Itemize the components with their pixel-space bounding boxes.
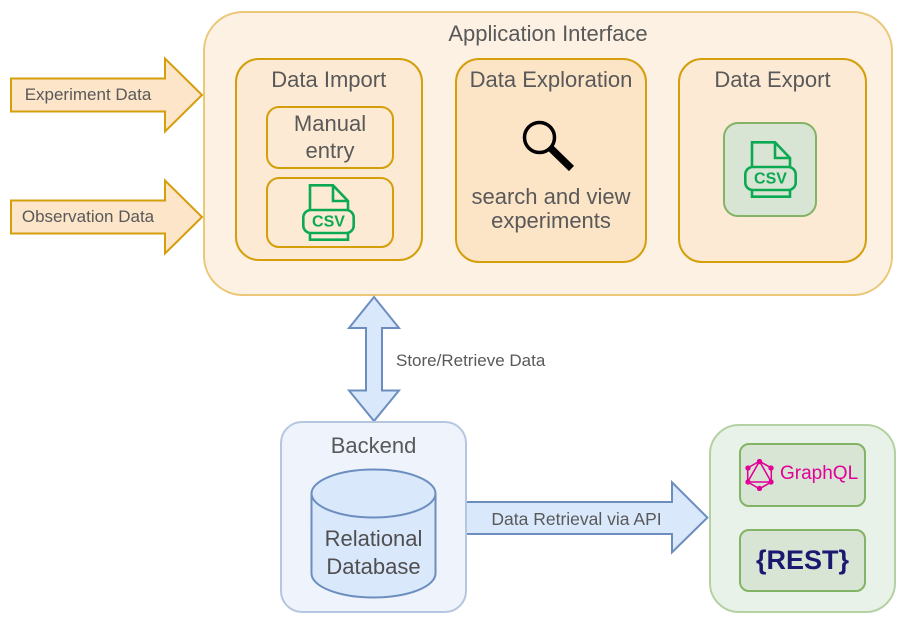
- svg-text:CSV: CSV: [312, 213, 345, 230]
- svg-text:CSV: CSV: [754, 170, 787, 187]
